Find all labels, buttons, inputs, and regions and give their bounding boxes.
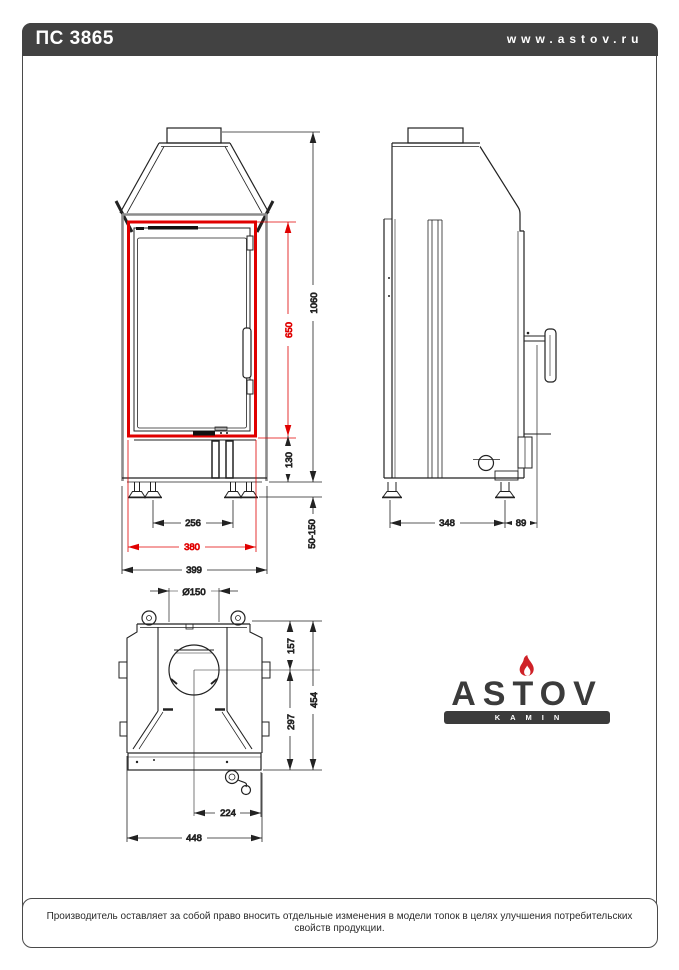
dim-leg-spacing: 256	[152, 500, 234, 529]
dim-overall-height: 1060	[222, 131, 320, 482]
dim-door-width: 380	[127, 440, 257, 553]
dim-flue-diameter: Ø150	[150, 584, 238, 622]
website-link[interactable]: www.astov.ru	[506, 32, 644, 46]
flame-icon	[519, 655, 534, 676]
dim-label-224: 224	[220, 808, 236, 819]
brand-name: ASTOV	[451, 675, 603, 713]
dim-feet-depth: 348	[390, 517, 505, 529]
top-dimensions: Ø150 157 454	[126, 584, 322, 844]
dim-label-348: 348	[439, 518, 455, 529]
dim-label-448: 448	[186, 833, 202, 844]
top-door-handle	[224, 769, 252, 796]
dim-label-flue: Ø150	[182, 587, 205, 598]
dim-label-650: 650	[284, 322, 295, 338]
disclaimer-text: Производитель оставляет за собой право в…	[46, 910, 633, 934]
dim-leg-adjust: 50-150	[259, 496, 322, 549]
dim-label-89: 89	[516, 518, 527, 529]
dim-label-399: 399	[186, 565, 202, 576]
model-title: ПС 3865	[35, 28, 114, 49]
dim-overall-width: 399	[121, 486, 268, 576]
dim-front-offset: 89	[505, 517, 537, 529]
front-door-glass-outline	[127, 220, 257, 438]
dim-top-overall-width: 448	[126, 756, 263, 844]
dim-label-130: 130	[284, 452, 295, 468]
sheet-frame: ПС 3865 www.astov.ru Производитель остав…	[21, 22, 658, 948]
front-dimensions: 650 1060 130	[121, 131, 322, 576]
side-view	[382, 127, 557, 528]
dim-overall-depth: 454	[307, 621, 320, 770]
brand-tagline-bar: KAMIN	[444, 711, 610, 724]
dim-label-297: 297	[286, 714, 297, 730]
dim-label-1060: 1060	[309, 292, 320, 313]
dim-base-height: 130	[269, 436, 322, 483]
front-legs	[128, 482, 258, 499]
front-door-handle	[242, 327, 252, 379]
header-bar: ПС 3865 www.astov.ru	[21, 22, 658, 56]
dim-label-380: 380	[184, 542, 200, 553]
dim-label-454: 454	[309, 692, 320, 708]
dim-label-256: 256	[185, 518, 201, 529]
astov-logo: ASTOV KAMIN	[444, 652, 610, 724]
brand-tagline: KAMIN	[494, 713, 570, 722]
side-dimensions: 348 89	[389, 500, 537, 529]
dim-label-50-150: 50-150	[307, 519, 318, 549]
dim-flue-to-side: 224	[194, 772, 262, 819]
front-body-frame	[121, 213, 268, 481]
side-door-handle	[524, 328, 557, 383]
dim-flue-to-front: 297	[284, 670, 297, 770]
footer-disclaimer-box: Производитель оставляет за собой право в…	[21, 897, 658, 948]
side-ash-lever	[473, 433, 551, 472]
front-view	[114, 127, 275, 499]
dim-label-157: 157	[286, 638, 297, 654]
top-view	[118, 610, 320, 816]
side-legs	[382, 482, 515, 499]
